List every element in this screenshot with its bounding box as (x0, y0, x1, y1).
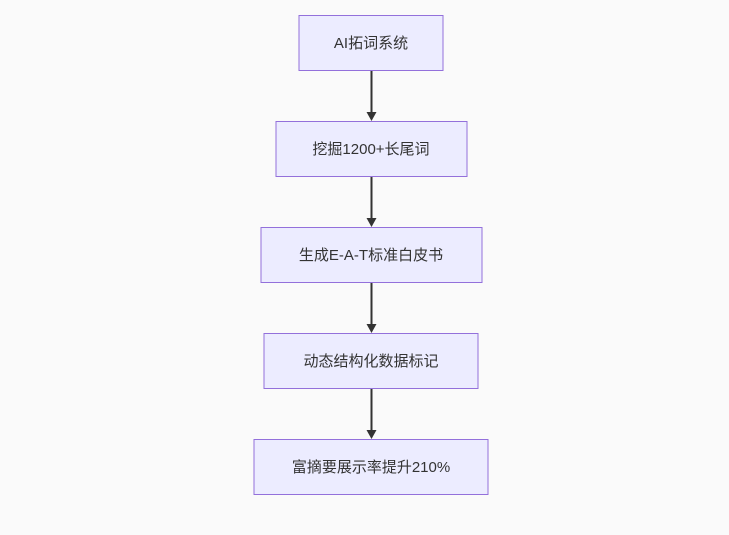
arrow-shaft (370, 389, 372, 430)
flow-arrow-down-icon (366, 71, 376, 121)
flowchart-canvas: AI拓词系统 挖掘1200+长尾词 生成E-A-T标准白皮书 动态结构化数据标记… (253, 15, 489, 495)
flowchart-node-step-4: 动态结构化数据标记 (263, 333, 479, 389)
flowchart-node-step-3: 生成E-A-T标准白皮书 (260, 227, 482, 283)
flow-arrow-down-icon (366, 389, 376, 439)
node-label: AI拓词系统 (333, 34, 409, 52)
arrowhead-icon (366, 324, 376, 333)
node-label: 生成E-A-T标准白皮书 (298, 246, 444, 264)
node-label: 挖掘1200+长尾词 (312, 140, 430, 158)
arrow-shaft (370, 283, 372, 324)
arrowhead-icon (366, 218, 376, 227)
flow-arrow-down-icon (366, 177, 376, 227)
flow-arrow-down-icon (366, 283, 376, 333)
flowchart-node-step-5: 富摘要展示率提升210% (253, 439, 489, 495)
arrow-shaft (370, 71, 372, 112)
flowchart-node-step-1: AI拓词系统 (298, 15, 444, 71)
node-label: 富摘要展示率提升210% (291, 458, 451, 476)
node-label: 动态结构化数据标记 (303, 352, 439, 370)
flowchart-node-step-2: 挖掘1200+长尾词 (275, 121, 467, 177)
arrowhead-icon (366, 430, 376, 439)
arrowhead-icon (366, 112, 376, 121)
arrow-shaft (370, 177, 372, 218)
